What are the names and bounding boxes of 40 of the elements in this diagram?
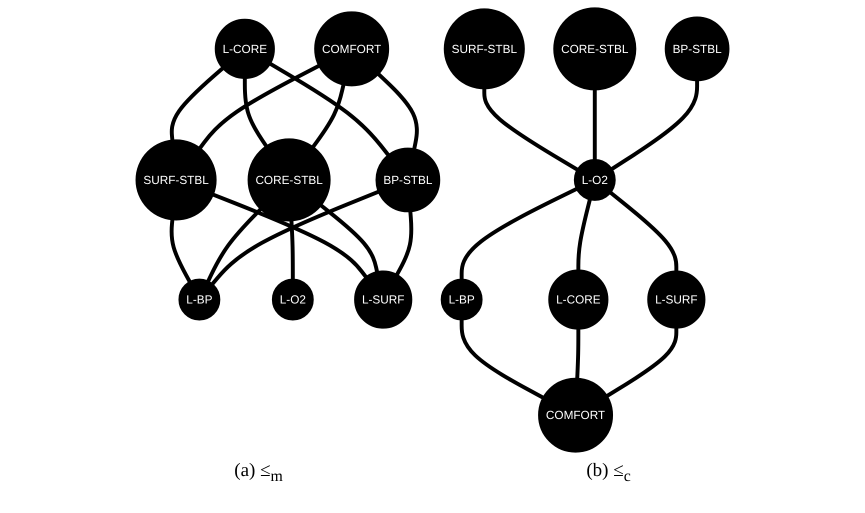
connector — [206, 208, 262, 282]
connector — [170, 220, 192, 283]
connector — [592, 90, 597, 160]
connector — [460, 320, 544, 400]
connector — [575, 329, 580, 378]
connector — [609, 191, 678, 271]
connector — [242, 78, 268, 148]
node-circle: SURF-STBL — [444, 8, 525, 90]
connector — [606, 328, 678, 398]
node-circle: BP-STBL — [376, 148, 440, 212]
node-circle: BP-STBL — [664, 16, 730, 82]
connector — [269, 62, 390, 156]
connector — [198, 64, 320, 150]
node-circle: CORE-STBL — [248, 138, 331, 222]
connector — [211, 190, 380, 286]
connector — [212, 192, 368, 278]
connector — [312, 84, 346, 148]
node-circle: CORE-STBL — [553, 7, 636, 90]
node-circle: L-O2 — [272, 278, 314, 320]
connector — [482, 88, 578, 172]
connector — [377, 72, 419, 150]
connector — [320, 204, 379, 272]
node-circle: COMFORT — [314, 11, 390, 86]
connector — [170, 66, 224, 140]
node-circle: L-O2 — [574, 159, 616, 201]
connector — [610, 80, 700, 171]
connector — [460, 187, 578, 280]
node-circle: SURF-STBL — [136, 139, 217, 220]
connector — [289, 220, 295, 280]
node-circle: L-BP — [178, 278, 220, 320]
node-circle: L-CORE — [548, 270, 608, 330]
node-circle: L-CORE — [214, 18, 275, 79]
node-circle: L-SURF — [354, 270, 412, 329]
node-circle: L-SURF — [647, 270, 706, 329]
figure-caption: (a) ≤$_{m}$ — [234, 460, 283, 486]
connector — [395, 212, 414, 276]
connector — [576, 199, 592, 270]
node-circle: L-BP — [440, 278, 483, 320]
node-circle: COMFORT — [538, 378, 614, 453]
figure-caption: (b) ≤$_{c}$ — [586, 460, 631, 486]
